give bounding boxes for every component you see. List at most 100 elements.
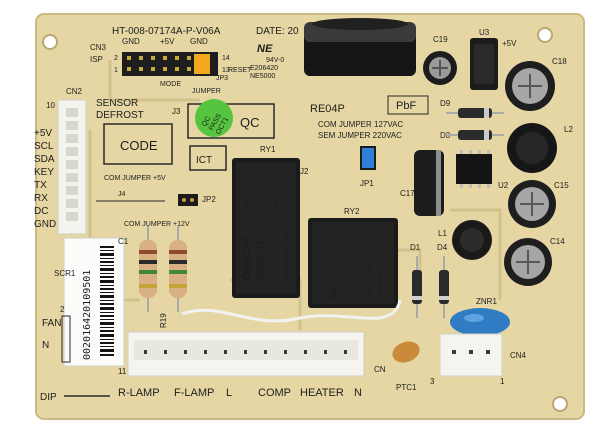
- ptc-thermistor: [392, 341, 420, 363]
- capacitor-c18: [505, 61, 555, 111]
- pin2-label: 2: [114, 55, 118, 62]
- l2-label: L2: [564, 125, 573, 134]
- d4-label: D4: [437, 243, 448, 252]
- model-code: RE04P: [310, 103, 345, 115]
- relay2-batch: 0735: [355, 284, 362, 300]
- sem-jumper-220-label: SEM JUMPER 220VAC: [318, 131, 402, 140]
- cert-rating: 94V-0: [266, 57, 284, 64]
- cn1-label: CN: [374, 365, 386, 374]
- cn2-label: CN2: [66, 87, 83, 96]
- jumper-label: JUMPER: [192, 88, 221, 95]
- mounting-hole-bottom-right: [552, 396, 568, 412]
- c17-label: C17: [400, 189, 415, 198]
- pin-label-gnd: GND: [34, 219, 56, 230]
- gnd-label-1: GND: [122, 37, 140, 46]
- relay1-batch: 0735L: [273, 198, 280, 218]
- jp2-label: JP2: [202, 195, 216, 204]
- r19-label: R19: [159, 313, 168, 328]
- buzzer: [304, 18, 416, 76]
- c19-label: C19: [433, 35, 448, 44]
- pin-label-sda: SDA: [34, 154, 55, 165]
- relay-ry2: [308, 218, 398, 308]
- resistor-2: [169, 226, 187, 312]
- znr1-label: ZNR1: [476, 297, 497, 306]
- capacitor-c14: [504, 238, 552, 286]
- qc-box: [187, 103, 275, 139]
- cn4-pin1: 1: [500, 377, 505, 386]
- cn3-label: CN3: [90, 43, 107, 52]
- pin-label-tx: TX: [34, 180, 47, 191]
- diode-d9: [446, 108, 504, 118]
- j4-label: J4: [118, 191, 126, 198]
- barcode-number: 002016420109501: [82, 270, 93, 360]
- cn4-label: CN4: [510, 351, 527, 360]
- jumper-wire: [181, 299, 402, 323]
- bottom-terminal-labels: R-LAMP F-LAMP L COMP HEATER N: [118, 387, 362, 399]
- relay1-voltage: 12VDC: [270, 248, 281, 280]
- relay1-brand: OMRON: [241, 238, 253, 280]
- j3-label: J3: [172, 107, 181, 116]
- capacitor-c17-marking: 10uF25V: [424, 182, 432, 212]
- pin-label-dc: DC: [34, 206, 48, 217]
- cert-number-2: NE5000: [250, 73, 275, 80]
- regulator-u3: [470, 38, 498, 90]
- circuit-board: [35, 13, 585, 420]
- pin10-label: 10: [46, 101, 55, 110]
- j2-label: J2: [300, 167, 309, 176]
- qc-box-text: QC: [240, 115, 260, 130]
- c18-label: C18: [552, 57, 567, 66]
- fan-label: FAN: [42, 318, 61, 329]
- pbf-mark: PbF: [396, 100, 416, 112]
- sensor-connector-cn2: [57, 99, 87, 235]
- capacitor-c19: [423, 51, 457, 85]
- qc-pass-sticker: QC PASS OCT1: [195, 99, 233, 137]
- inductor-l2: [507, 123, 557, 173]
- reset-label: RESET: [228, 67, 252, 74]
- inductor-l1: [452, 220, 492, 260]
- sticker-line-1: QC: [201, 115, 212, 128]
- com-jumper-12v-label: COM JUMPER +12V: [124, 221, 190, 228]
- pin14-label: 14: [222, 55, 230, 62]
- mounting-hole-top-left: [42, 34, 58, 50]
- fan-n-label: N: [42, 340, 49, 351]
- isp-pin-header: [122, 52, 218, 76]
- resistor-1: [139, 226, 157, 312]
- label-r-lamp: R-LAMP: [118, 387, 160, 399]
- ry1-label: RY1: [260, 145, 276, 154]
- cert-number-1: E206420: [250, 65, 278, 72]
- plus5v-label: +5V: [160, 37, 175, 46]
- pin13-label: 13: [222, 67, 230, 74]
- com-jumper-5v-label: COM JUMPER +5V: [104, 175, 166, 182]
- label-l: L: [226, 387, 232, 399]
- u3-label: U3: [479, 28, 490, 37]
- capacitor-c17: [414, 150, 444, 216]
- c1-label: C1: [118, 237, 129, 246]
- relay2-rating-2: 7A/240VAC: [377, 264, 384, 300]
- relay1-origin: MALAYSIA: [246, 192, 252, 222]
- l1-label: L1: [438, 229, 447, 238]
- diode-d1: [412, 256, 422, 318]
- label-heater: HEATER: [300, 387, 344, 399]
- jp1-label: JP1: [360, 179, 374, 188]
- relay1-rating: 16A/250V~/AC1: [283, 222, 292, 280]
- dip-label: DIP: [40, 392, 57, 403]
- defrost-label: DEFROST: [96, 110, 144, 121]
- mounting-hole-top-right: [537, 27, 553, 43]
- jumper-jp2: [178, 194, 198, 206]
- orange-jumper-cap: [194, 54, 210, 74]
- pin1-label: 1: [114, 67, 118, 74]
- d3-label: D3: [440, 131, 451, 140]
- ne-logo: NE: [257, 43, 273, 55]
- code-box-text: CODE: [120, 138, 158, 153]
- relay-ry1: [232, 158, 300, 298]
- part-number: HT-008-07174A-P-V06A: [112, 26, 221, 37]
- ict-box-text: ICT: [196, 155, 212, 166]
- barcode-sticker: [63, 237, 125, 367]
- d9-label: D9: [440, 99, 451, 108]
- fan-outline: [61, 315, 71, 363]
- pbf-box: [387, 95, 429, 115]
- label-n: N: [354, 387, 362, 399]
- relay1-model: G2RL-1E-CF: [256, 222, 267, 280]
